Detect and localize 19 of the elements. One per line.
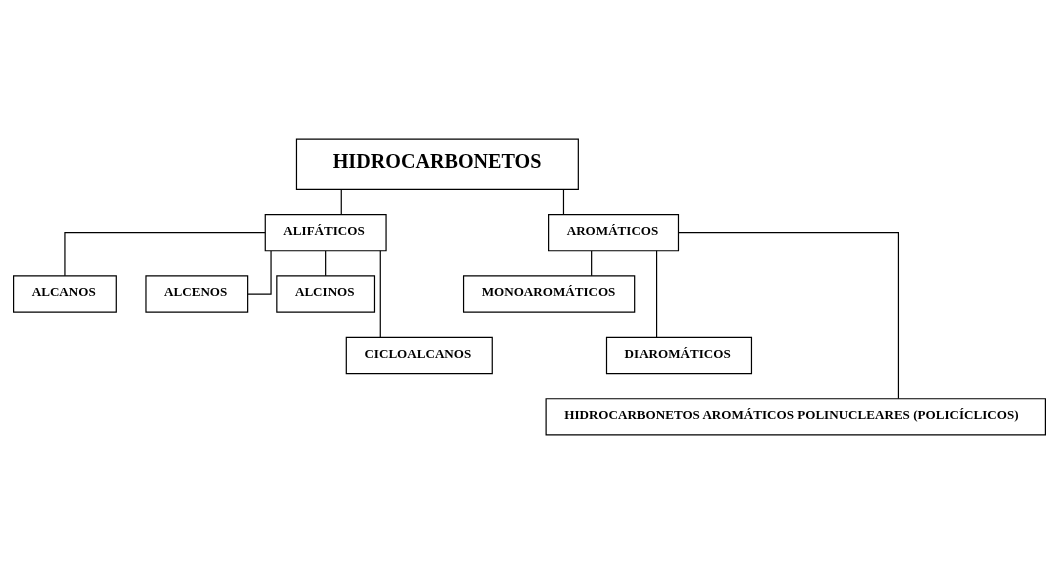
node-box: ALCANOS bbox=[13, 275, 117, 313]
connector bbox=[340, 189, 342, 215]
connector bbox=[325, 250, 327, 277]
node-box: MONOAROMÁTICOS bbox=[462, 275, 636, 313]
connector bbox=[247, 250, 272, 295]
node-box: DIAROMÁTICOS bbox=[605, 336, 753, 375]
connector bbox=[677, 232, 900, 400]
node-box: ALCENOS bbox=[145, 275, 249, 313]
connector bbox=[591, 250, 593, 277]
node-box: ALIFÁTICOS bbox=[264, 213, 387, 252]
node-box: HIDROCARBONETOS AROMÁTICOS POLINUCLEARES (POLICÍCLICOS) bbox=[545, 398, 1046, 436]
node-box: AROMÁTICOS bbox=[548, 213, 680, 252]
node-box: ALCINOS bbox=[276, 275, 376, 313]
connector bbox=[379, 250, 381, 338]
node-box: HIDROCARBONETOS bbox=[295, 138, 579, 190]
node-box: CICLOALCANOS bbox=[345, 336, 493, 375]
connector bbox=[562, 189, 565, 215]
connector bbox=[656, 250, 658, 338]
connector bbox=[64, 232, 266, 277]
